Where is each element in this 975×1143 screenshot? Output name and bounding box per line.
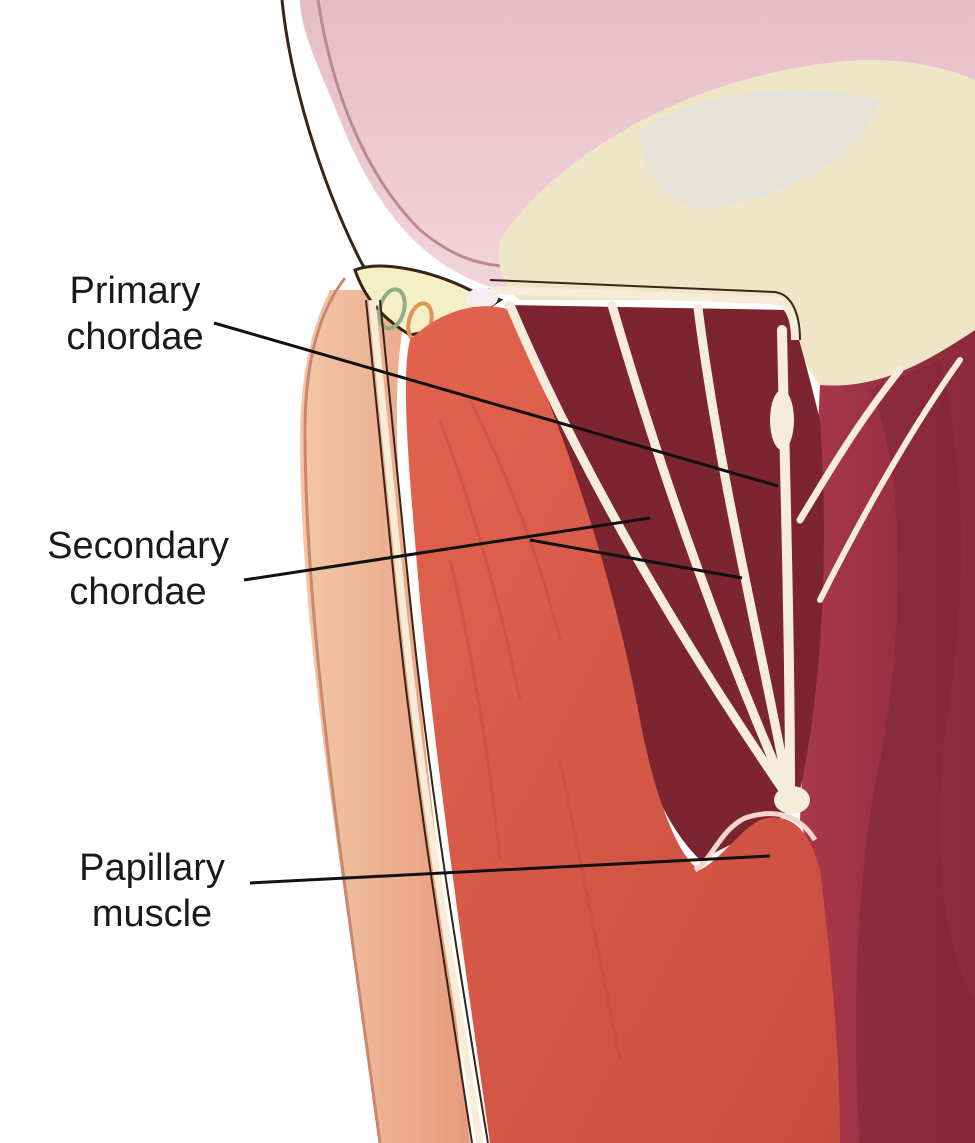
papillary-muscle-label-line1: Papillary — [54, 845, 250, 891]
chorda-attachment — [770, 390, 794, 450]
primary-chordae-label: Primary chordae — [40, 268, 230, 360]
primary-chordae-label-line1: Primary — [40, 268, 230, 314]
papillary-muscle-label-line2: muscle — [54, 891, 250, 937]
primary-chordae-label-line2: chordae — [40, 314, 230, 360]
chordae-junction — [774, 786, 810, 814]
secondary-chordae-label: Secondary chordae — [22, 523, 254, 615]
papillary-muscle-label: Papillary muscle — [54, 845, 250, 937]
secondary-chordae-label-line1: Secondary — [22, 523, 254, 569]
secondary-chordae-label-line2: chordae — [22, 569, 254, 615]
